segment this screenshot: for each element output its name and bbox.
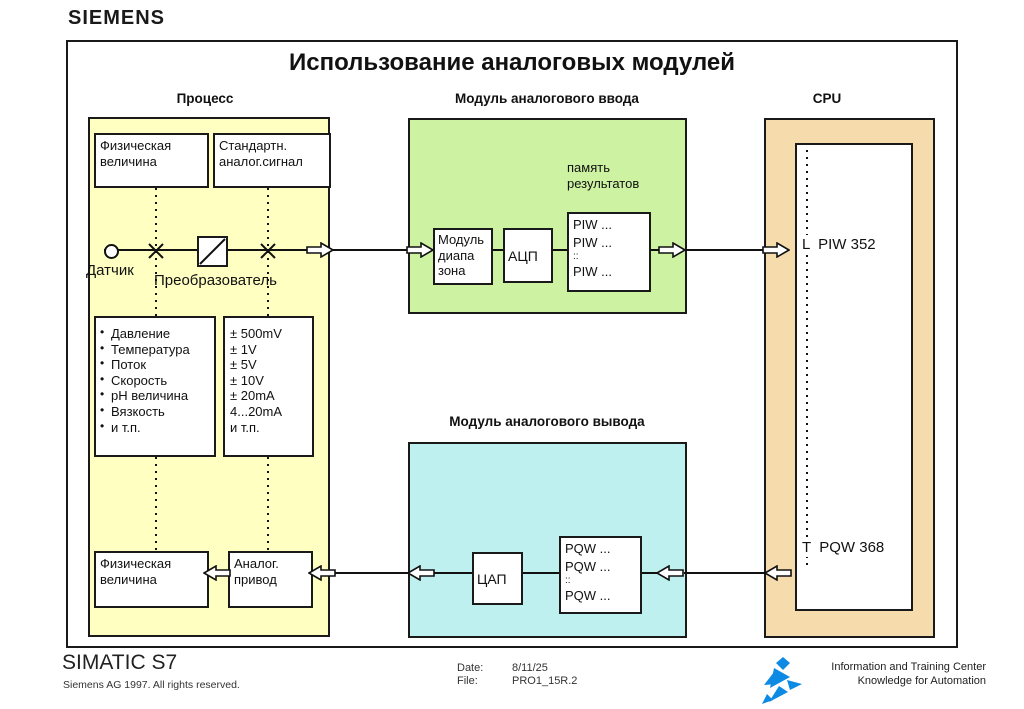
dac-box: ЦАП — [472, 552, 523, 605]
tap-cross-icon — [260, 243, 276, 259]
list-item: и т.п. — [230, 419, 260, 435]
list-item: Поток — [100, 356, 214, 373]
column-header-input-module: Модуль аналогового ввода — [455, 91, 639, 106]
converter-label: Преобразователь — [154, 272, 277, 289]
list-item: PQW ... — [565, 541, 611, 556]
physical-quantity-box-bottom: Физическая величина — [94, 551, 209, 608]
siemens-logo: SIEMENS — [68, 7, 166, 29]
signal-line — [520, 572, 561, 574]
date-label: Date: — [457, 662, 484, 674]
flow-arrow-left — [764, 565, 792, 581]
range-module-box: Модуль диапа зона — [433, 228, 493, 285]
column-header-output-module: Модуль аналогового вывода — [449, 414, 645, 429]
column-header-process: Процесс — [176, 91, 234, 106]
flow-arrow-right — [406, 242, 434, 258]
list-item: PQW ... — [565, 558, 611, 574]
signal-line — [638, 572, 660, 574]
copyright-text: Siemens AG 1997. All rights reserved. — [63, 679, 240, 691]
list-item: 4...20mA — [230, 403, 283, 419]
adc-box: АЦП — [503, 228, 553, 283]
flow-arrow-right — [658, 242, 686, 258]
piw-memory-box: PIW ...PIW ...::PIW ... — [567, 212, 651, 292]
diagonal-icon — [199, 238, 226, 265]
training-center-text: Information and Training Center Knowledg… — [786, 661, 986, 688]
result-memory-caption: память результатов — [567, 160, 640, 191]
training-center-line1: Information and Training Center — [831, 661, 986, 673]
list-item: ± 10V — [230, 372, 264, 388]
list-item: ± 5V — [230, 357, 257, 373]
product-name: SIMATIC S7 — [62, 651, 178, 674]
slide-title: Использование аналоговых модулей — [289, 49, 735, 76]
column-header-cpu: CPU — [812, 91, 842, 106]
slide-frame — [66, 40, 958, 648]
flow-arrow-left — [308, 565, 336, 581]
cpu-program-area — [795, 143, 913, 611]
dotted-guide — [267, 457, 269, 551]
converter-box — [197, 236, 228, 267]
sensor-label: Датчик — [86, 262, 134, 279]
list-item: ± 20mA — [230, 388, 275, 404]
date-value: 8/11/25 — [512, 662, 548, 674]
training-center-line2: Knowledge for Automation — [857, 674, 986, 687]
list-item: PIW ... — [573, 234, 612, 250]
transfer-instruction: T PQW 368 — [799, 538, 888, 557]
list-item: и т.п. — [100, 419, 214, 436]
flow-arrow-left — [203, 565, 231, 581]
list-item: Скорость — [100, 372, 214, 389]
quantities-list: ДавлениеТемператураПотокСкоростьpH велич… — [94, 316, 216, 457]
signal-line — [647, 249, 662, 251]
signal-line — [686, 249, 764, 251]
pqw-memory-box: PQW ...PQW ...::PQW ... — [559, 536, 642, 614]
list-item: ± 1V — [230, 341, 257, 357]
list-item: PIW ... — [573, 217, 612, 232]
list-item: Вязкость — [100, 403, 214, 420]
list-item: ± 500mV — [230, 326, 282, 341]
list-item: Давление — [100, 325, 214, 342]
sensor-circle — [104, 244, 119, 259]
signal-line — [550, 249, 569, 251]
dotted-guide — [155, 457, 157, 551]
flow-arrow-right — [762, 242, 790, 258]
flow-arrow-left — [656, 565, 684, 581]
list-item: Температура — [100, 341, 214, 358]
file-value: PRO1_15R.2 — [512, 675, 578, 687]
list-item: :: — [565, 575, 571, 586]
signal-line — [333, 572, 410, 574]
signal-line — [684, 572, 765, 574]
signal-line — [432, 572, 474, 574]
list-item: PQW ... — [565, 588, 611, 603]
signal-line — [332, 249, 410, 251]
tap-cross-icon — [148, 243, 164, 259]
actuator-box: Аналог. привод — [228, 551, 313, 608]
standard-signal-box: Стандартн. аналог.сигнал — [213, 133, 331, 188]
load-instruction: L PIW 352 — [799, 235, 879, 254]
program-dotted-line — [806, 150, 808, 570]
list-item: PIW ... — [573, 264, 612, 279]
flow-arrow-right — [306, 242, 334, 258]
signal-line — [489, 249, 505, 251]
training-center-logo-icon — [762, 657, 802, 704]
physical-quantity-box-top: Физическая величина — [94, 133, 209, 188]
file-label: File: — [457, 675, 478, 687]
list-item: :: — [573, 251, 579, 262]
list-item: pH величина — [100, 387, 214, 404]
analog-output-panel — [408, 442, 687, 638]
flow-arrow-left — [407, 565, 435, 581]
